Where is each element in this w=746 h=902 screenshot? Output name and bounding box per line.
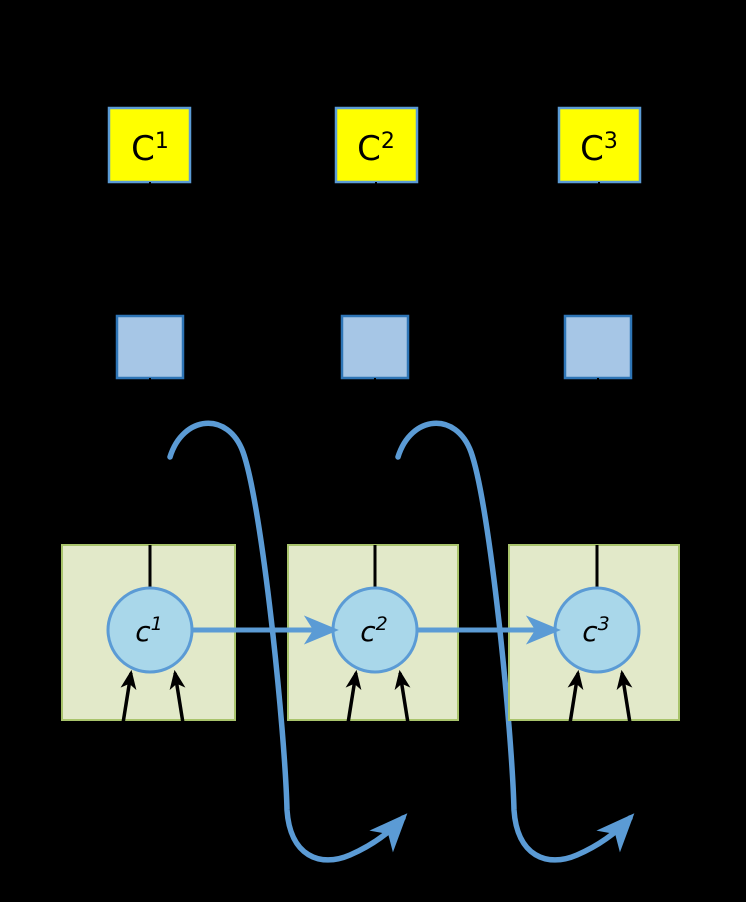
output-label-3: C3: [580, 129, 618, 169]
output-label-1: C1: [131, 129, 169, 169]
output-box-3[interactable]: C3: [557, 106, 642, 188]
recurrent-curve-1: [167, 420, 408, 863]
output-label-2: C2: [357, 129, 395, 169]
cell-input-arrow-right-2: [394, 669, 413, 743]
recurrent-curve-2: [395, 420, 635, 863]
cell-input-arrow-right-3: [616, 669, 635, 743]
cell-input-arrow-right-1: [169, 669, 188, 743]
cell-input-arrow-left-1: [118, 669, 137, 743]
cell-label-2: c2: [360, 613, 388, 648]
output-box-1[interactable]: C1: [107, 106, 192, 188]
cell-block-3[interactable]: c3: [508, 544, 680, 743]
cell-block-1[interactable]: c1: [61, 544, 236, 743]
cell-label-1: c1: [135, 613, 163, 648]
hidden-box-2[interactable]: [340, 310, 410, 385]
cell-input-arrow-left-3: [565, 669, 584, 743]
cell-block-2[interactable]: c2: [287, 544, 459, 743]
hidden-box-3[interactable]: [563, 310, 633, 385]
cell-input-arrow-left-2: [343, 669, 362, 743]
output-box-2[interactable]: C2: [334, 106, 419, 188]
cell-label-3: c3: [582, 613, 610, 648]
hidden-box-1[interactable]: [115, 310, 185, 385]
